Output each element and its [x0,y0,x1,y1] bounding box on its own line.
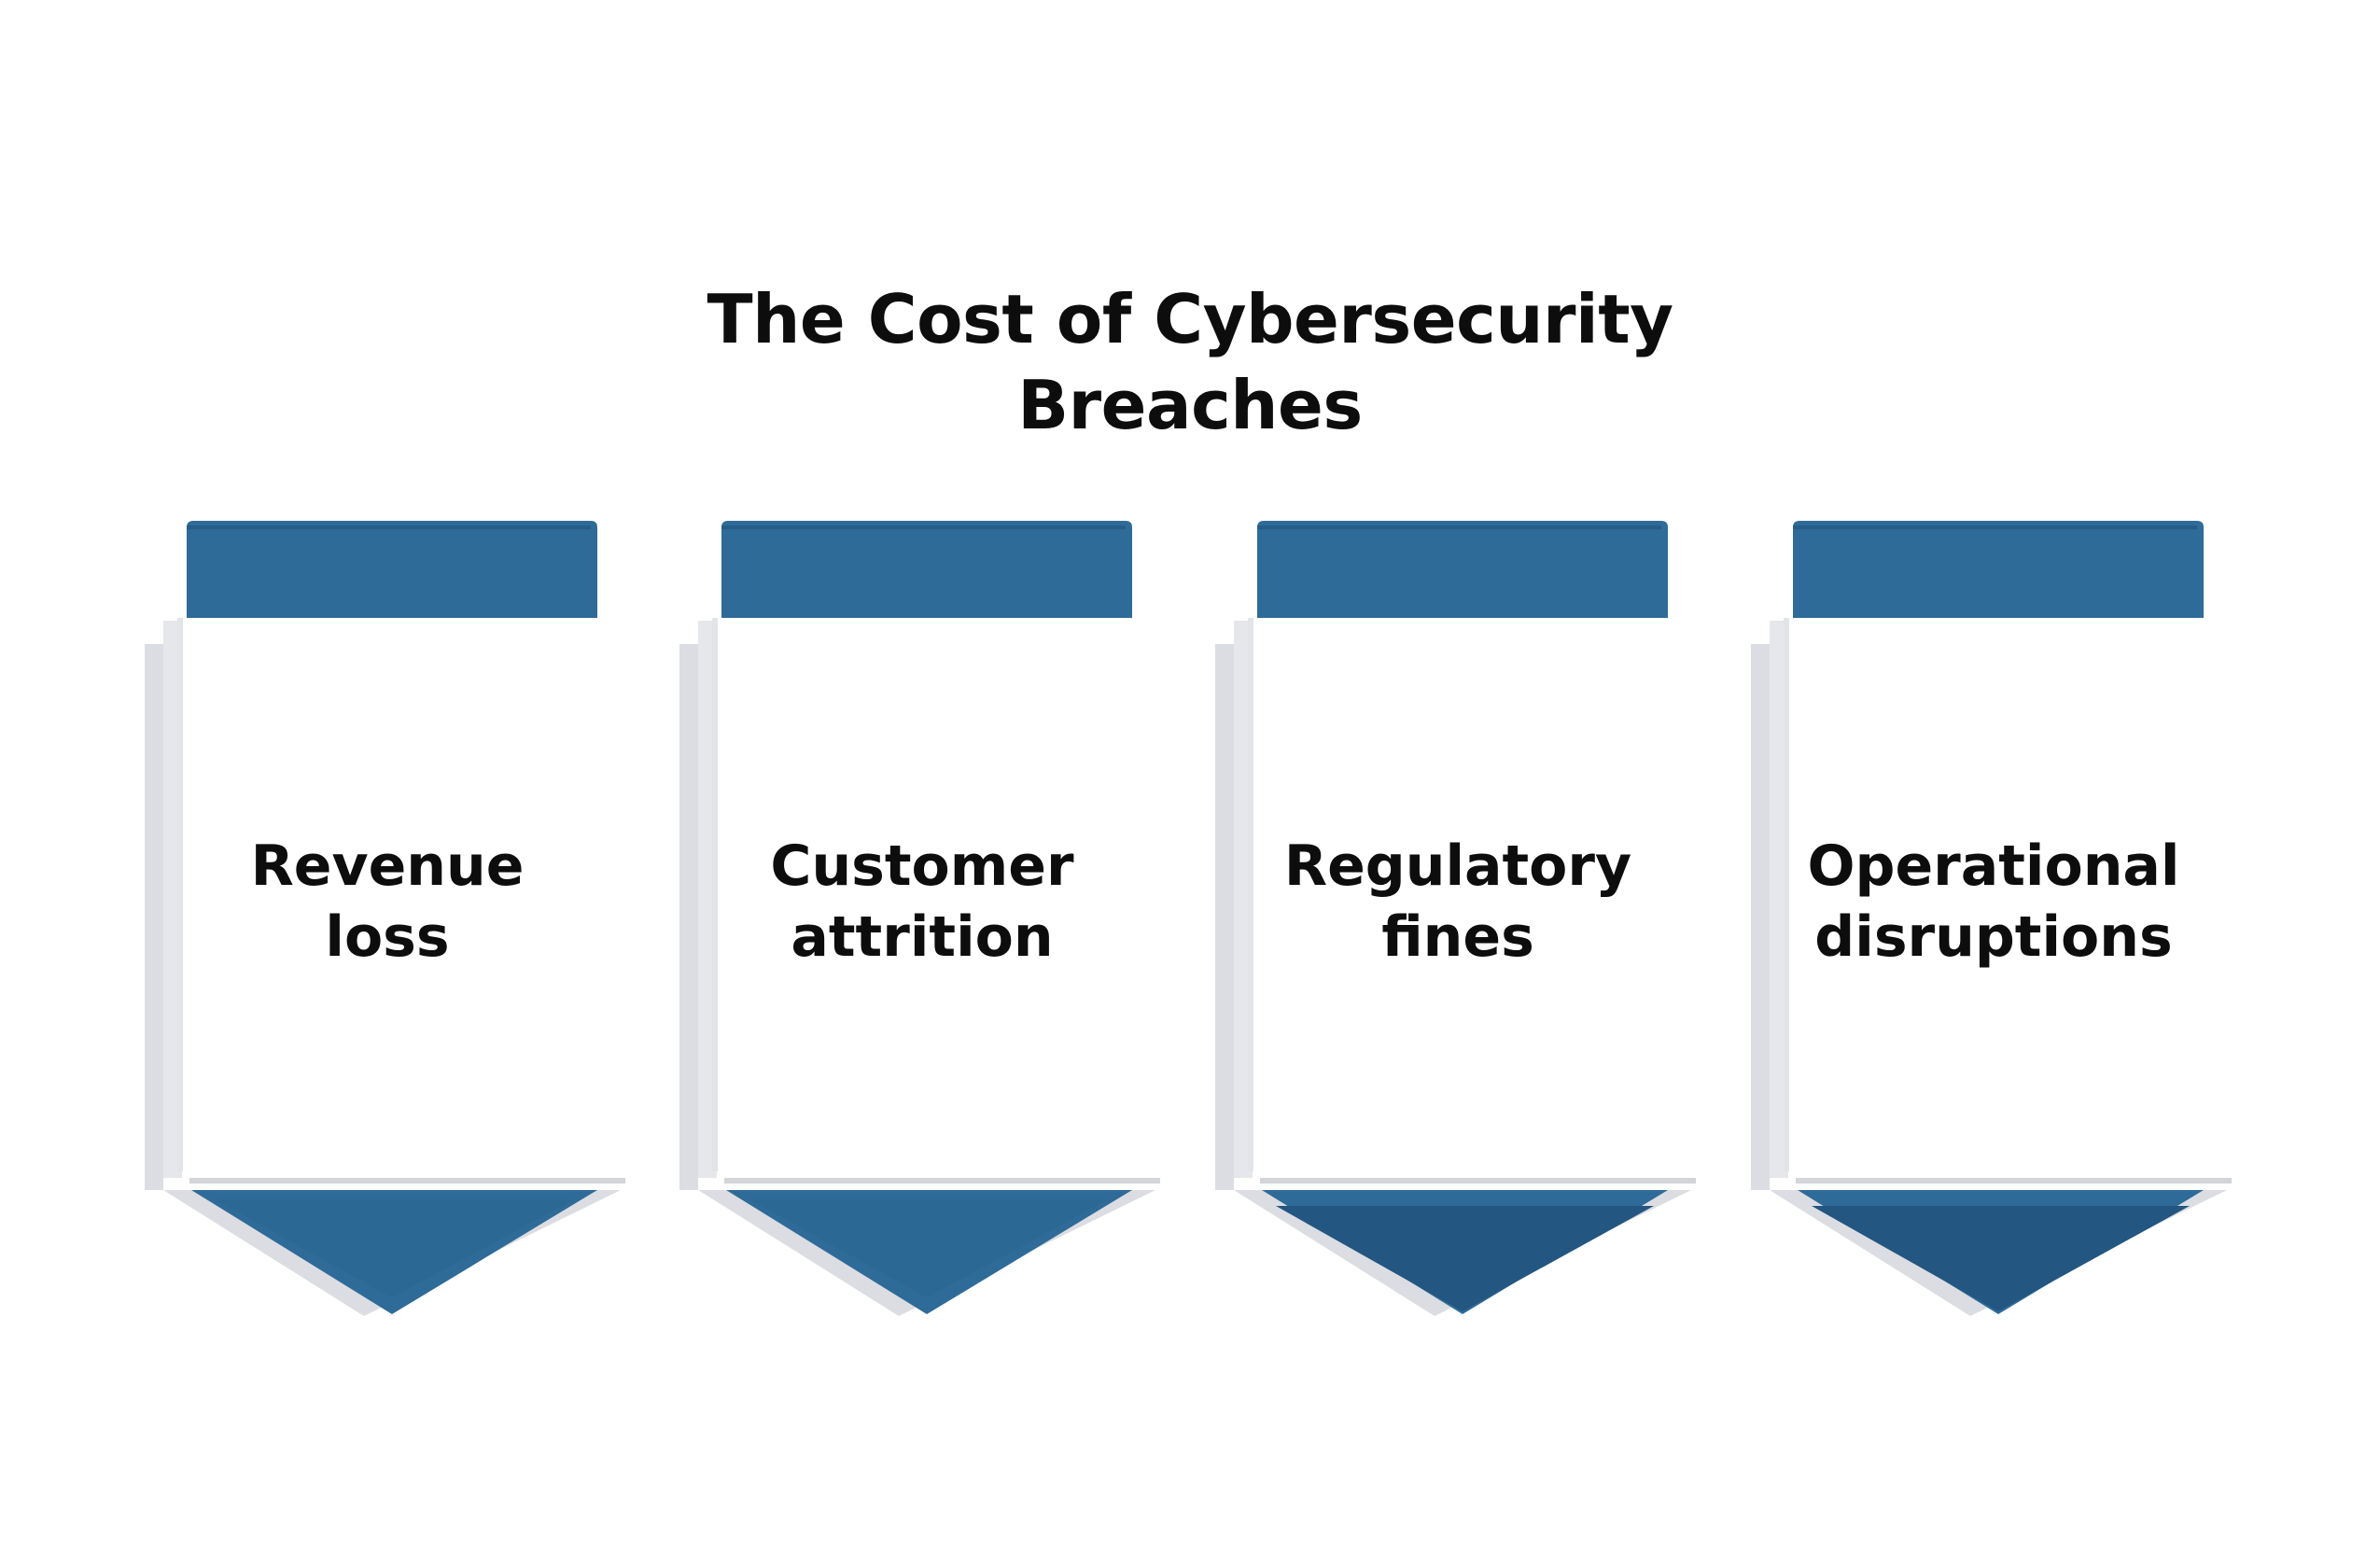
title-line-2: Breaches [1017,366,1363,444]
card-label-line-1: Regulatory [1283,834,1632,899]
card-label-line-1: Revenue [250,834,525,899]
card-operational-disruptions: Operational disruptions [1742,0,2283,1555]
card-label-line-2: attrition [791,904,1054,970]
card-label: Customer attrition [703,831,1141,973]
card-shape [1751,521,2232,1316]
card-label-line-2: fines [1381,904,1534,970]
card-label: Revenue loss [168,831,607,973]
card-label: Operational disruptions [1774,831,2213,973]
card-label-line-2: disruptions [1814,904,2173,970]
card-shape [145,521,625,1316]
card-shape [679,521,1160,1316]
card-regulatory-fines: Regulatory fines [1206,0,1747,1555]
title-line-1: The Cost of Cybersecurity [707,280,1673,358]
card-shape [1215,521,1696,1316]
card-revenue-loss: Revenue loss [135,0,677,1555]
card-label-line-1: Customer [770,834,1074,899]
diagram-title: The Cost of Cybersecurity Breaches [0,276,2380,448]
card-label-line-2: loss [325,904,450,970]
card-label-line-1: Operational [1807,834,2180,899]
card-customer-attrition: Customer attrition [670,0,1211,1555]
card-label: Regulatory fines [1239,831,1677,973]
